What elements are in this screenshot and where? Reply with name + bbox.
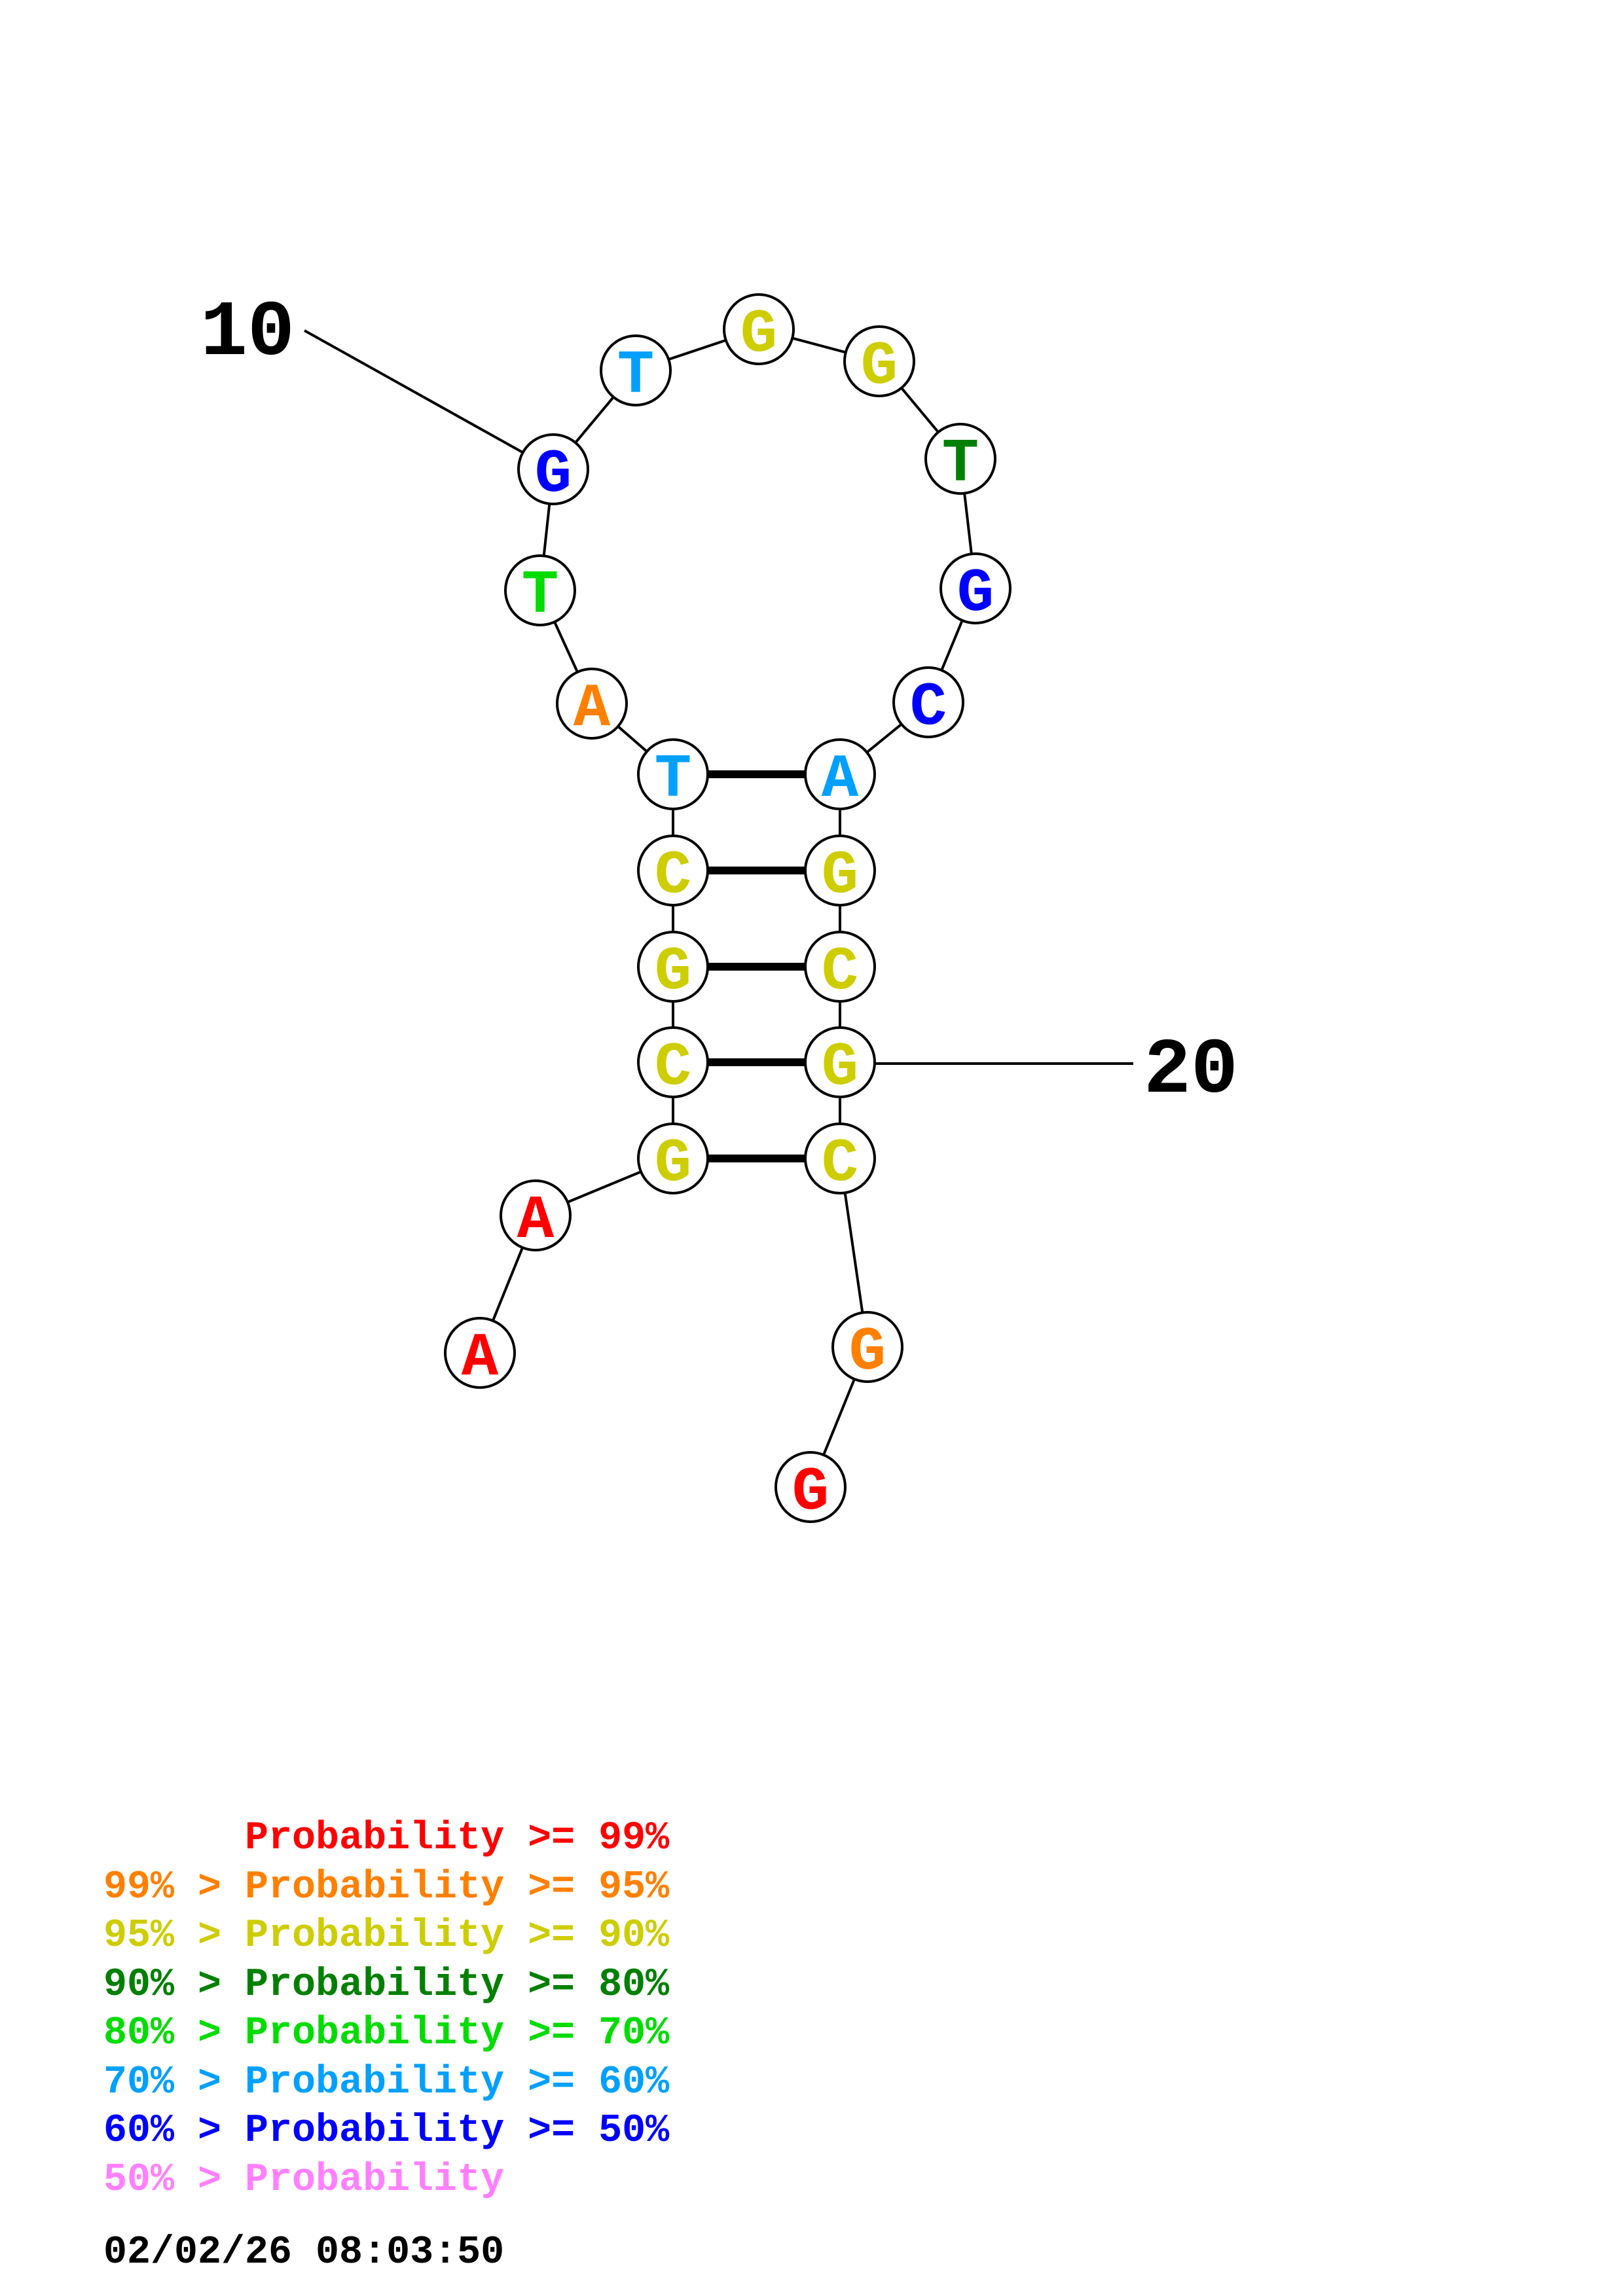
position-label-20: 20 xyxy=(1144,1027,1238,1116)
nucleotide-circle-2 xyxy=(500,1179,572,1251)
timestamp: 02/02/26 08:03:50 xyxy=(103,2231,505,2275)
nucleotide-base-12: G xyxy=(740,300,777,370)
nucleotide-circle-13 xyxy=(843,325,915,397)
nucleotide-circle-17 xyxy=(804,738,876,810)
nucleotide-circle-18 xyxy=(804,834,876,906)
nucleotide-base-10: G xyxy=(535,440,572,510)
nucleotide-base-3: G xyxy=(655,1130,691,1199)
nucleotide-base-20: G xyxy=(822,1033,858,1103)
legend-item-p80: 90% > Probability >= 80% xyxy=(103,1962,670,2007)
nucleotide-base-18: G xyxy=(822,842,858,911)
nucleotide-base-2: A xyxy=(517,1187,555,1256)
nucleotide-circle-11 xyxy=(600,334,672,406)
nucleotide-circle-22 xyxy=(831,1311,903,1383)
legend-item-p60: 70% > Probability >= 60% xyxy=(103,2060,670,2105)
nucleotide-base-5: G xyxy=(655,938,691,1007)
nucleotide-base-7: T xyxy=(655,745,691,815)
nucleotide-base-4: C xyxy=(655,1033,691,1103)
nucleotide-circle-21 xyxy=(804,1122,876,1194)
nucleotide-base-14: T xyxy=(942,430,979,499)
nucleotide-base-17: A xyxy=(822,745,859,815)
nucleotide-circle-1 xyxy=(444,1317,516,1389)
nucleotide-circle-9 xyxy=(504,554,576,626)
nucleotide-base-16: C xyxy=(910,673,947,743)
legend-item-p99: Probability >= 99% xyxy=(103,1816,670,1861)
nucleotide-base-1: A xyxy=(462,1324,499,1393)
legend-item-p70: 80% > Probability >= 70% xyxy=(103,2011,670,2056)
nucleotide-circle-23 xyxy=(775,1451,847,1523)
nucleotide-base-11: T xyxy=(617,342,654,411)
nucleotide-circle-4 xyxy=(637,1026,709,1098)
nucleotide-base-15: G xyxy=(957,560,994,629)
probability-legend: Probability >= 99%99% > Probability >= 9… xyxy=(103,1814,669,2204)
nucleotide-circle-16 xyxy=(892,666,964,738)
nucleotide-circle-8 xyxy=(556,668,628,740)
legend-item-p50: 60% > Probability >= 50% xyxy=(103,2109,670,2153)
nucleotide-base-21: C xyxy=(822,1130,858,1199)
nucleotide-base-8: A xyxy=(574,675,611,744)
nucleotide-base-23: G xyxy=(792,1458,829,1528)
nucleotide-base-13: G xyxy=(861,332,898,402)
nucleotide-base-9: T xyxy=(522,562,558,631)
nucleotide-circle-5 xyxy=(637,931,709,1003)
nucleotide-circle-7 xyxy=(637,738,709,810)
nucleotide-circle-6 xyxy=(637,834,709,906)
nucleotide-base-19: C xyxy=(822,938,858,1007)
nucleotide-circle-12 xyxy=(723,293,795,365)
nucleotide-circle-15 xyxy=(939,552,1012,624)
legend-item-p95: 99% > Probability >= 95% xyxy=(103,1865,670,1910)
legend-item-plt50: 50% > Probability xyxy=(103,2157,505,2202)
nucleotide-base-22: G xyxy=(849,1318,886,1388)
nucleotide-circle-19 xyxy=(804,931,876,1003)
nucleotide-base-6: C xyxy=(655,842,691,911)
nucleotide-circle-14 xyxy=(924,423,996,495)
position-label-10: 10 xyxy=(200,289,295,378)
position-label-line xyxy=(304,329,523,454)
nucleotide-circle-20 xyxy=(804,1026,876,1098)
nucleotide-circle-3 xyxy=(637,1122,709,1194)
nucleotide-circle-10 xyxy=(517,433,589,505)
legend-item-p90: 95% > Probability >= 90% xyxy=(103,1914,670,1958)
